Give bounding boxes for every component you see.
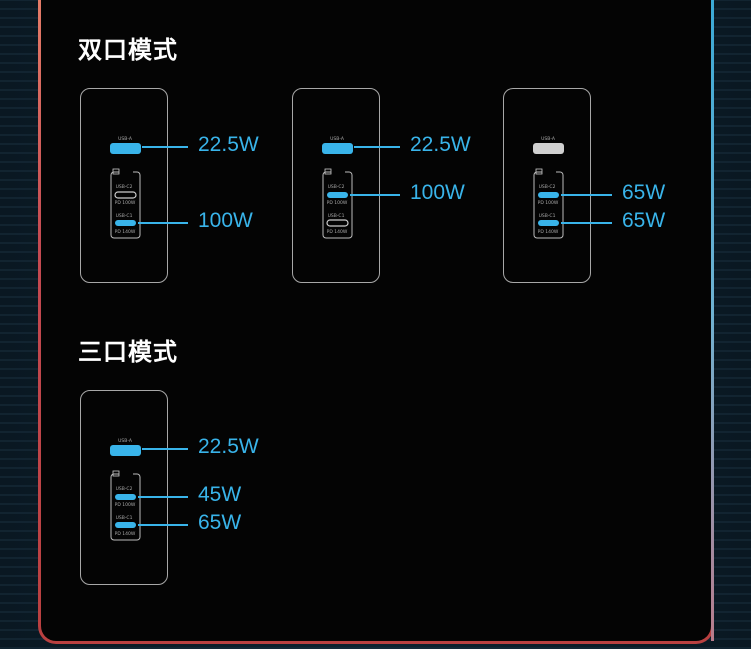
svg-text:PD 140W: PD 140W: [115, 229, 136, 235]
connector-line: [561, 222, 612, 224]
usb-c1-port: [538, 220, 559, 226]
svg-text:USB-C2: USB-C2: [328, 184, 345, 190]
usb-c1-text: USB-C1: [116, 213, 133, 219]
svg-text:PD 100W: PD 100W: [115, 502, 136, 508]
usb-c2-port: [327, 192, 348, 198]
usb-c2-port: [115, 494, 136, 500]
usb-c2-power: 100W: [410, 181, 465, 204]
usb-a-text: USB-A: [118, 136, 133, 142]
usb-a-power: 22.5W: [198, 435, 259, 458]
connector-line: [138, 496, 188, 498]
connector-line: [138, 222, 188, 224]
usb-c2-text: USB-C2: [116, 184, 133, 190]
usb-c2-power: 65W: [622, 181, 666, 204]
svg-text:PD 100W: PD 100W: [538, 200, 559, 206]
charger-dual-a-c1: USB-A USB-C2 PD 100W USB-C1 PD 140W: [80, 88, 168, 283]
usb-a-port: [110, 445, 141, 456]
usb-c1-port: [115, 220, 136, 226]
usb-a-power: 22.5W: [198, 133, 259, 156]
connector-line: [350, 194, 400, 196]
usb-c2-port: [114, 191, 137, 199]
content-panel: [38, 0, 714, 644]
panel-border-accent: [711, 0, 714, 641]
svg-text:USB-C2: USB-C2: [539, 184, 556, 190]
usb-c2-power: 45W: [198, 483, 242, 506]
connector-line: [138, 524, 188, 526]
charger-ports-graphic: USB-A USB-C2 PD 100W USB-C1 PD 140W: [110, 136, 141, 239]
usb-c1-power: 65W: [198, 511, 242, 534]
usb-a-port: [322, 143, 353, 154]
charger-dual-c2-c1: USB-A USB-C2 PD 100W USB-C1 PD 140W: [503, 88, 591, 283]
svg-text:USB-C1: USB-C1: [116, 515, 133, 521]
usb-c1-port: [115, 522, 136, 528]
connector-line: [354, 146, 400, 148]
connector-line: [561, 194, 612, 196]
triple-mode-title: 三口模式: [78, 338, 178, 366]
usb-c2-port: [538, 192, 559, 198]
usb-a-port: [533, 143, 564, 154]
usb-a-power: 22.5W: [410, 133, 471, 156]
svg-text:USB-C1: USB-C1: [539, 213, 556, 219]
usb-a-port: [110, 143, 141, 154]
dual-mode-title: 双口模式: [78, 36, 178, 64]
svg-text:USB-A: USB-A: [541, 136, 556, 142]
svg-text:PD 140W: PD 140W: [538, 229, 559, 235]
svg-text:PD 140W: PD 140W: [327, 229, 348, 235]
svg-text:PD 100W: PD 100W: [327, 200, 348, 206]
svg-text:USB-A: USB-A: [330, 136, 345, 142]
usb-c1-power: 100W: [198, 209, 253, 232]
svg-text:USB-A: USB-A: [118, 438, 133, 444]
connector-line: [142, 146, 188, 148]
charger-dual-a-c2: USB-A USB-C2 PD 100W USB-C1 PD 140W: [292, 88, 380, 283]
charger-ports-graphic: USB-A USB-C2 PD 100W USB-C1 PD 140W: [322, 136, 353, 239]
connector-line: [142, 448, 188, 450]
charger-ports-graphic: USB-A USB-C2 PD 100W USB-C1 PD 140W: [110, 438, 141, 541]
svg-text:PD 140W: PD 140W: [115, 531, 136, 537]
charger-ports-graphic: USB-A USB-C2 PD 100W USB-C1 PD 140W: [533, 136, 564, 239]
svg-text:PD 100W: PD 100W: [115, 200, 136, 206]
usb-c1-port: [326, 219, 349, 227]
svg-text:USB-C2: USB-C2: [116, 486, 133, 492]
svg-text:USB-C1: USB-C1: [328, 213, 345, 219]
charger-triple: USB-A USB-C2 PD 100W USB-C1 PD 140W: [80, 390, 168, 585]
usb-c1-power: 65W: [622, 209, 666, 232]
